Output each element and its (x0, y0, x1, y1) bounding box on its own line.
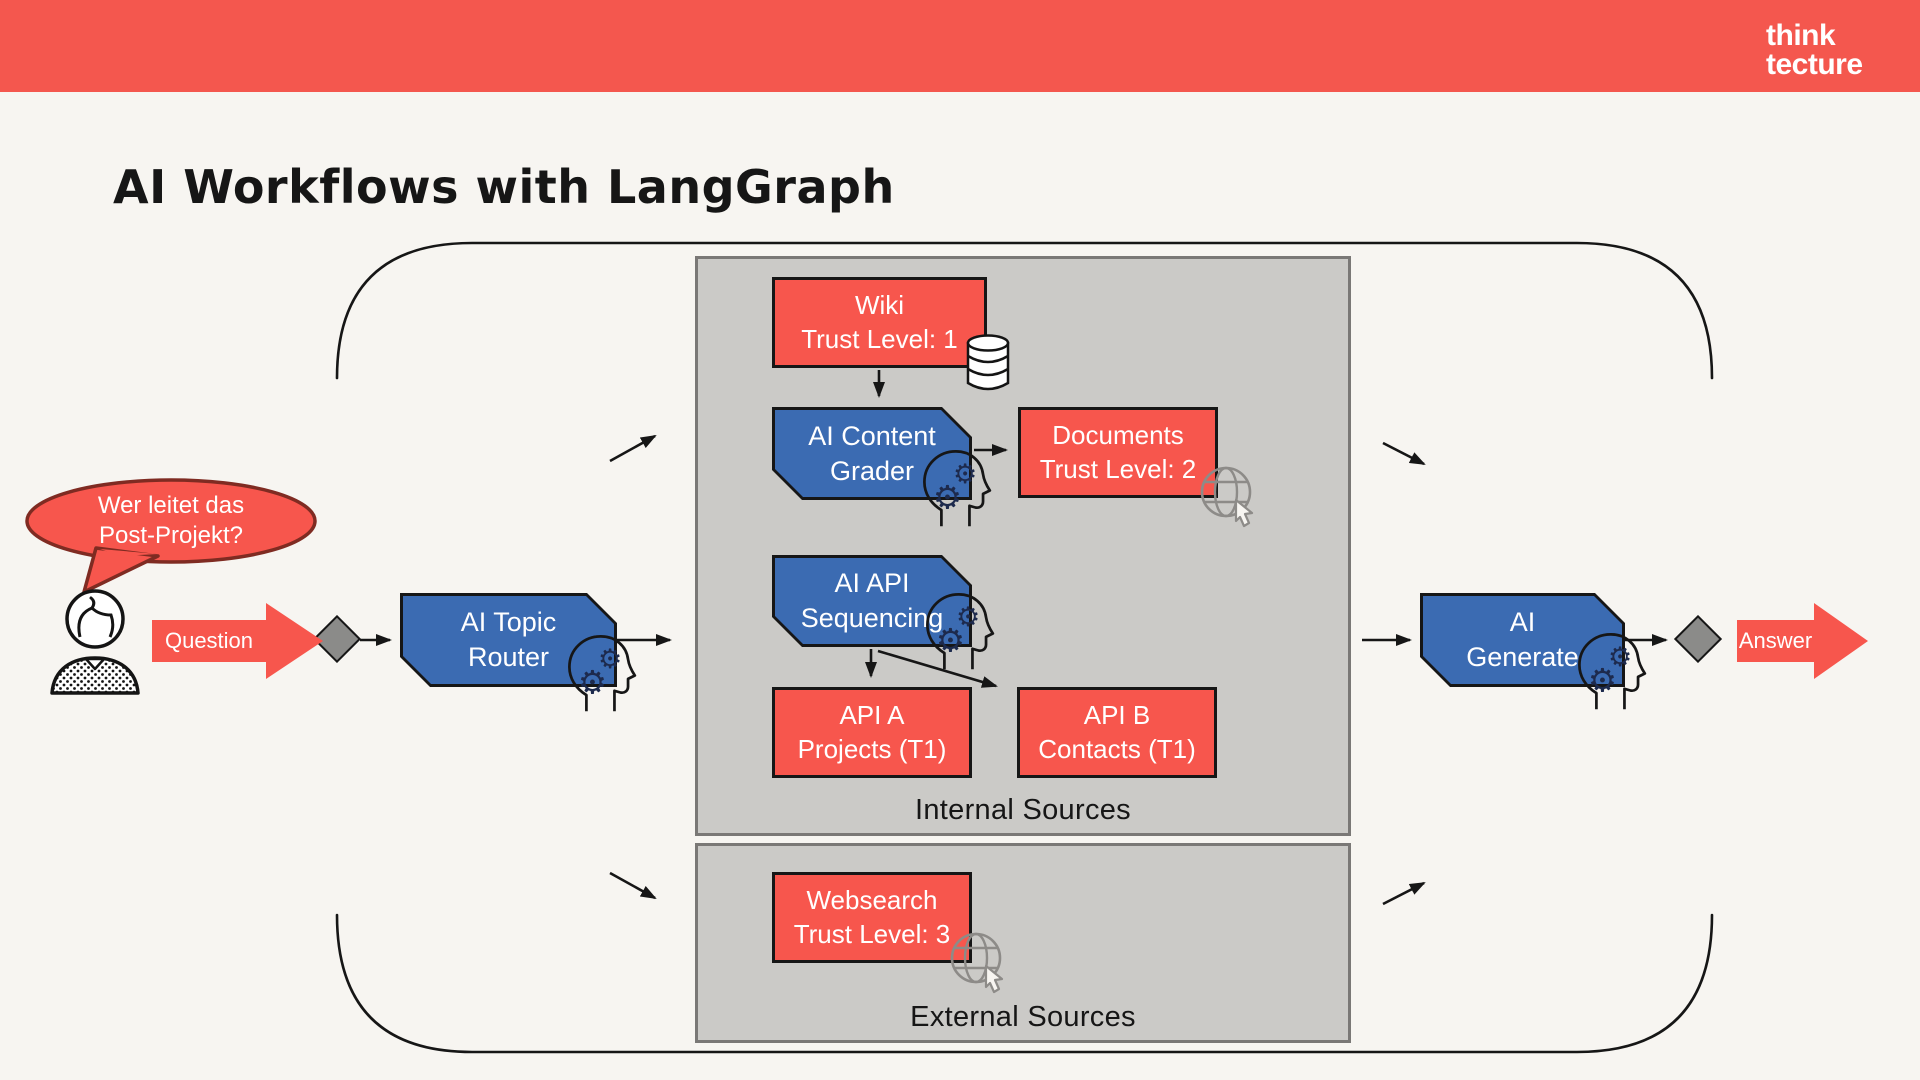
router-line2: Router (467, 642, 550, 672)
wiki-node: Wiki Trust Level: 1 (772, 277, 987, 368)
documents-node-line2: Trust Level: 2 (1039, 453, 1197, 484)
bubble-line2: Post-Projekt? (98, 522, 244, 549)
answer-label: Answer (1738, 628, 1813, 653)
sequencing-line2: Sequencing (800, 603, 944, 633)
arrow-to-internal (609, 434, 657, 463)
router-line1: AI Topic (460, 607, 557, 638)
api-b-node-line1: API B (1083, 699, 1151, 730)
ai-generate-node: AI Generate (1420, 593, 1625, 687)
documents-node-line1: Documents (1052, 419, 1184, 450)
ai-topic-router-node: AI Topic Router (400, 593, 617, 687)
generate-line2: Generate (1466, 642, 1579, 672)
api-a-node-line1: API A (839, 699, 905, 730)
user-icon (50, 589, 140, 695)
grader-line2: Grader (829, 455, 915, 486)
wiki-node-line1: Wiki (854, 289, 905, 320)
websearch-node: Websearch Trust Level: 3 (772, 872, 972, 963)
arrow-external-to-generate (1382, 881, 1426, 906)
generate-line1: AI (1509, 607, 1536, 638)
top-banner (0, 0, 1920, 92)
arrow-internal-to-generate (1382, 441, 1426, 466)
bubble-line1: Wer leitet das (97, 492, 245, 519)
internal-sources-label: Internal Sources (915, 794, 1131, 826)
ai-content-grader-node: AI Content Grader (772, 407, 972, 500)
websearch-node-line1: Websearch (806, 884, 938, 915)
page-title: AI Workflows with LangGraph (113, 160, 895, 214)
logo-line-1: think (1766, 19, 1836, 52)
external-sources-label: External Sources (910, 1001, 1136, 1033)
wiki-node-line2: Trust Level: 1 (801, 323, 958, 354)
thinktecture-logo: think tecture (1766, 19, 1863, 81)
api-a-node: API A Projects (T1) (772, 687, 972, 778)
grader-line1: AI Content (808, 420, 936, 451)
api-b-node-line2: Contacts (T1) (1038, 733, 1196, 764)
question-label: Question (164, 628, 254, 653)
api-b-node: API B Contacts (T1) (1017, 687, 1217, 778)
api-a-node-line2: Projects (T1) (797, 733, 947, 764)
documents-node: Documents Trust Level: 2 (1018, 407, 1218, 498)
websearch-node-line2: Trust Level: 3 (793, 918, 951, 949)
speech-bubble-text: Wer leitet das Post-Projekt? (35, 488, 307, 554)
gateway-diamond-left (312, 614, 362, 664)
gateway-diamond-right (1673, 614, 1723, 664)
sequencing-line1: AI API (834, 568, 910, 599)
logo-line-2: tecture (1766, 47, 1863, 81)
arrow-to-external (609, 871, 657, 900)
ai-api-sequencing-node: AI API Sequencing (772, 555, 972, 647)
